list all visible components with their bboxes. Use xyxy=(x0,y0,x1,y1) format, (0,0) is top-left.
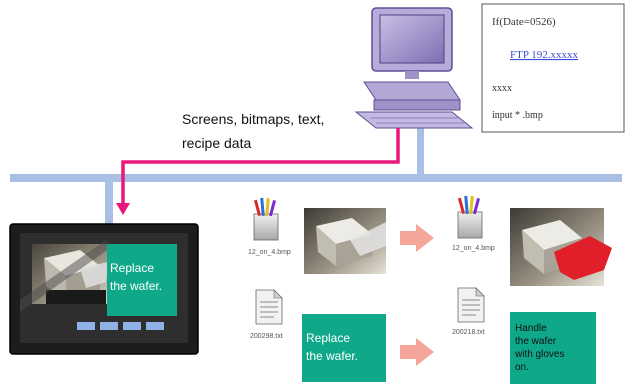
bitmap-file-name-before: 12_on_4.bmp xyxy=(248,249,291,256)
transfer-arrow xyxy=(116,128,400,215)
pc-network-drop xyxy=(417,124,424,176)
bitmap-file-name-after: 12_on_4.bmp xyxy=(452,245,495,252)
change-arrow-text xyxy=(400,338,434,366)
message-before-line-1: Replace xyxy=(306,331,350,345)
script-box: If(Date=0526) FTP 192.xxxxx xxxx input *… xyxy=(481,3,625,133)
bitmap-file-icon-before: 12_on_4.bmp xyxy=(248,197,291,256)
bitmap-file-icon-after: 12_on_4.bmp xyxy=(452,195,495,252)
text-file-name-after: 200218.txt xyxy=(452,329,485,336)
script-line-2: FTP 192.xxxxx xyxy=(510,49,579,61)
text-file-icon-after: 200218.txt xyxy=(452,287,485,336)
text-file-name-before: 200298.txt xyxy=(250,333,283,340)
message-before-line-2: the wafer. xyxy=(306,349,358,363)
hmi-soft-button-4[interactable] xyxy=(146,322,164,330)
transfer-label-line-1: Screens, bitmaps, text, xyxy=(182,111,324,127)
script-line-4: input * .bmp xyxy=(492,110,543,121)
change-arrow-bitmap xyxy=(400,224,434,252)
message-after-line-1: Handle xyxy=(515,323,547,334)
hmi-network-drop xyxy=(105,180,113,224)
hmi-message-line-2: the wafer. xyxy=(110,279,162,293)
message-after-line-3: with gloves xyxy=(514,349,564,360)
message-after-line-2: the wafer xyxy=(515,336,557,347)
message-panel-after: Handle the wafer with gloves on. xyxy=(510,312,596,384)
script-line-3: xxxx xyxy=(492,83,512,94)
hmi-soft-button-2[interactable] xyxy=(100,322,118,330)
script-line-1: If(Date=0526) xyxy=(492,16,556,28)
transfer-label: Screens, bitmaps, text, recipe data xyxy=(182,111,324,151)
network-backbone xyxy=(10,174,622,182)
wafer-photo-before xyxy=(304,208,386,274)
message-after-line-4: on. xyxy=(515,362,529,373)
text-file-icon-before: 200298.txt xyxy=(250,289,283,340)
hmi-soft-button-3[interactable] xyxy=(123,322,141,330)
red-glove xyxy=(554,236,612,280)
hmi-soft-button-1[interactable] xyxy=(77,322,95,330)
hmi-message-line-1: Replace xyxy=(110,261,154,275)
hmi-message-panel xyxy=(107,244,177,316)
computer-icon xyxy=(354,7,474,129)
hmi-terminal: Replace the wafer. xyxy=(9,223,199,355)
wafer-photo-after xyxy=(510,208,612,286)
message-panel-before: Replace the wafer. xyxy=(302,314,386,382)
network-bus xyxy=(10,124,622,224)
transfer-label-line-2: recipe data xyxy=(182,135,251,151)
